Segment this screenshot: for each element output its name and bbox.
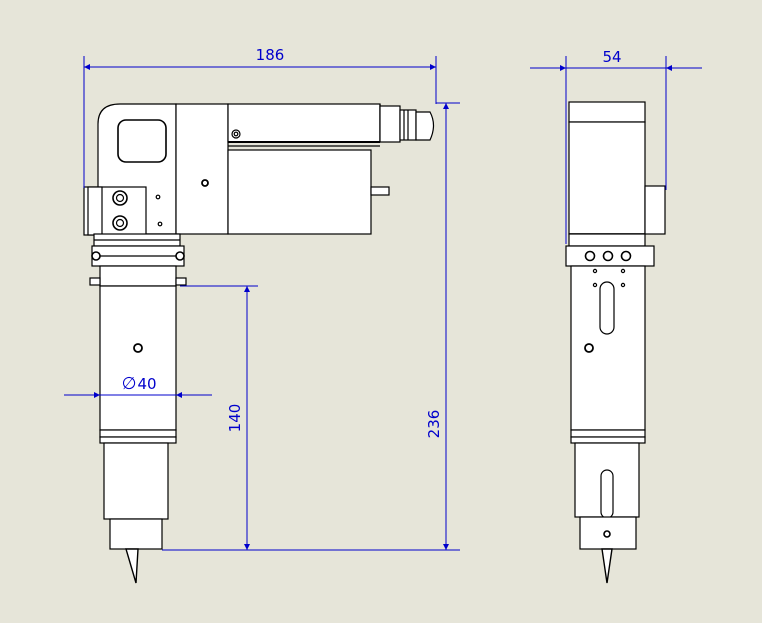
front-upper-arm [227, 103, 381, 143]
side-nozzle-tip [601, 548, 613, 584]
front-nozzle-tip [125, 548, 139, 584]
side-top-housing [568, 101, 646, 123]
side-slot [599, 281, 615, 335]
front-window [117, 119, 167, 163]
dim-diameter-label: 40 [137, 375, 156, 393]
front-motor [227, 149, 372, 235]
front-main-tube [99, 285, 177, 431]
dim-54-label: 54 [602, 48, 621, 66]
front-upper-tube [99, 265, 177, 287]
front-shaft [370, 186, 390, 196]
dimension-lines [64, 56, 702, 551]
front-connector-base [379, 105, 401, 143]
side-flange [568, 233, 646, 247]
dim-186-label: 186 [256, 46, 285, 64]
front-view [83, 103, 435, 584]
side-view [565, 101, 666, 584]
side-clamp [644, 185, 666, 235]
front-connector-tip [415, 111, 435, 141]
dim-diameter-symbol: ∅ [122, 374, 137, 394]
front-center-block [175, 103, 229, 235]
front-nozzle-body [109, 518, 163, 550]
dim-236-label: 236 [425, 410, 443, 439]
front-lower-tube [103, 442, 169, 520]
dim-140-label: 140 [226, 404, 244, 433]
